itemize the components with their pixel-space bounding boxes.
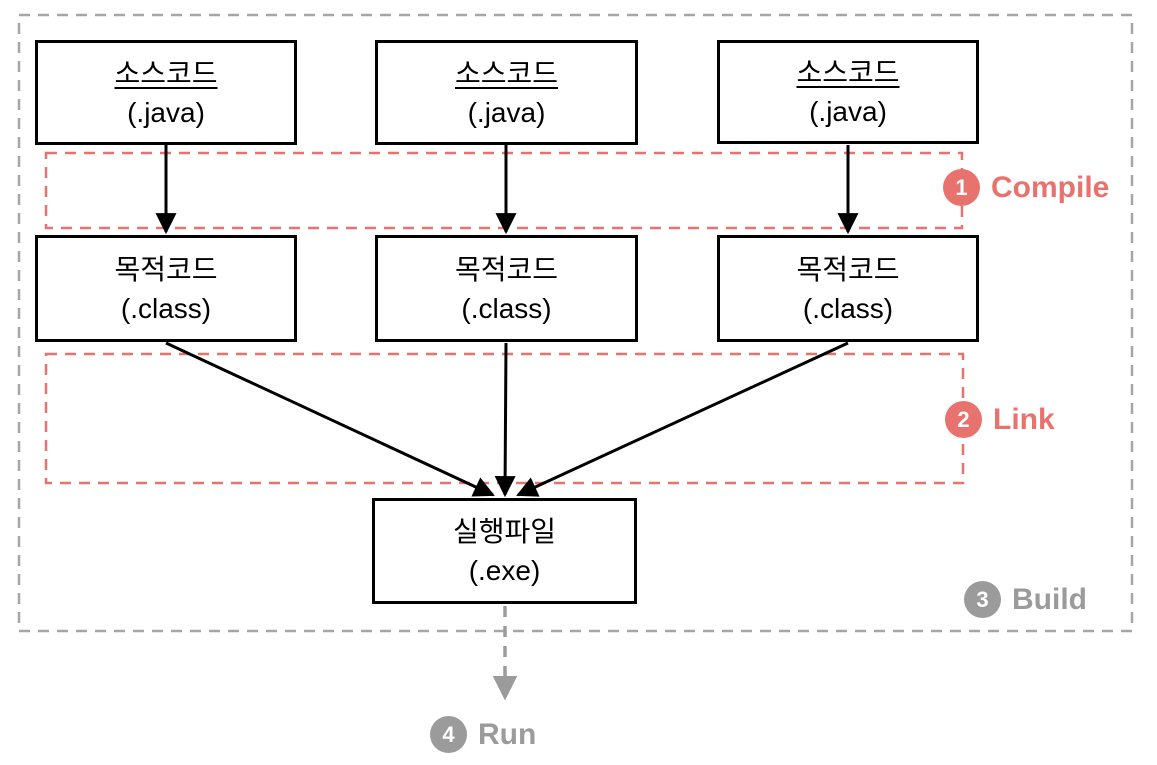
stage-label-text: Compile (991, 170, 1110, 204)
executable-file-extension: (.exe) (468, 555, 541, 586)
stage-label-compile: 1 Compile (943, 169, 1109, 206)
source-code-box-2: 소스코드 (.java) (375, 40, 638, 145)
object-code-box-2: 목적코드 (.class) (375, 235, 638, 342)
executable-file-title: 실행파일 (452, 516, 557, 547)
stage-number-badge: 4 (430, 716, 467, 753)
object-code-title: 목적코드 (796, 253, 900, 285)
object-code-box-1: 목적코드 (.class) (35, 235, 297, 342)
stage-label-run: 4 Run (430, 716, 536, 753)
compile-region-border (44, 151, 964, 230)
object-code-title: 목적코드 (114, 253, 218, 285)
object-code-extension: (.class) (120, 292, 212, 324)
source-code-extension: (.java) (809, 96, 887, 127)
object-code-extension: (.class) (802, 292, 894, 324)
stage-number-badge: 3 (964, 581, 1001, 618)
object-code-extension: (.class) (461, 292, 552, 324)
stage-label-text: Build (1012, 582, 1087, 616)
source-code-extension: (.java) (127, 96, 205, 128)
link-arrow-1 (165, 341, 495, 497)
executable-file-box: 실행파일 (.exe) (372, 498, 637, 604)
source-code-title: 소스코드 (454, 57, 559, 89)
stage-label-link: 2 Link (945, 401, 1055, 438)
link-arrow-3 (516, 341, 849, 497)
object-code-box-3: 목적코드 (.class) (717, 235, 979, 342)
stage-label-text: Link (993, 402, 1055, 436)
source-code-title: 소스코드 (796, 57, 900, 88)
source-code-box-3: 소스코드 (.java) (717, 40, 979, 144)
stage-number-badge: 1 (943, 169, 980, 206)
build-region-border (17, 13, 1134, 633)
stage-number-badge: 2 (945, 401, 982, 438)
stage-label-build: 3 Build (964, 581, 1087, 618)
stage-label-text: Run (478, 717, 537, 751)
source-code-box-1: 소스코드 (.java) (35, 40, 297, 145)
object-code-title: 목적코드 (454, 253, 559, 285)
source-code-extension: (.java) (467, 96, 546, 128)
source-code-title: 소스코드 (114, 57, 218, 89)
link-arrow-2 (494, 342, 516, 498)
